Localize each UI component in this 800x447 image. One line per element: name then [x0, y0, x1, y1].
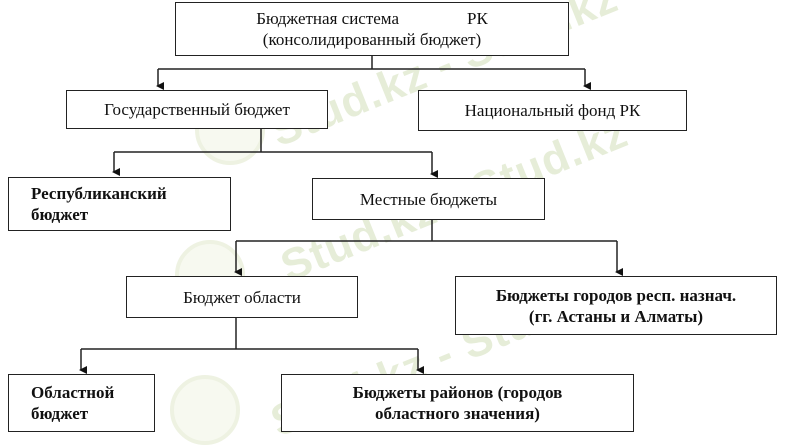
city-budgets-box: Бюджеты городов респ. назнач. (гг. Астан…: [455, 276, 777, 335]
budget-system-box: Бюджетная система РК (консолидированный …: [175, 2, 569, 56]
republican-budget-box: Республиканский бюджет: [8, 177, 231, 231]
budget-system-title: Бюджетная система РК: [256, 9, 488, 28]
city-budgets-line1: Бюджеты городов респ. назнач.: [495, 285, 737, 305]
state-budget-label: Государственный бюджет: [104, 100, 290, 119]
city-budgets-line2: (гг. Астаны и Алматы): [528, 306, 704, 326]
local-budgets-label: Местные бюджеты: [359, 189, 498, 209]
regional-budget-line1: Областной: [31, 383, 115, 402]
district-budgets-line1: Бюджеты районов (городов: [352, 383, 563, 402]
national-fund-label: Национальный фонд РК: [464, 101, 641, 120]
oblast-budget-box: Бюджет области: [126, 276, 358, 318]
national-fund-box: Национальный фонд РК: [418, 90, 687, 131]
state-budget-box: Государственный бюджет: [66, 90, 328, 129]
district-budgets-line2: областного значения): [375, 404, 540, 423]
budget-system-subtitle: (консолидированный бюджет): [262, 30, 482, 49]
regional-budget-line2: бюджет: [31, 404, 89, 423]
republican-budget-line2: бюджет: [31, 205, 89, 224]
oblast-budget-label: Бюджет области: [183, 287, 301, 307]
regional-budget-box: Областной бюджет: [8, 374, 155, 432]
republican-budget-line1: Республиканский: [31, 184, 167, 203]
local-budgets-box: Местные бюджеты: [312, 178, 545, 220]
district-budgets-box: Бюджеты районов (городов областного знач…: [281, 374, 634, 432]
